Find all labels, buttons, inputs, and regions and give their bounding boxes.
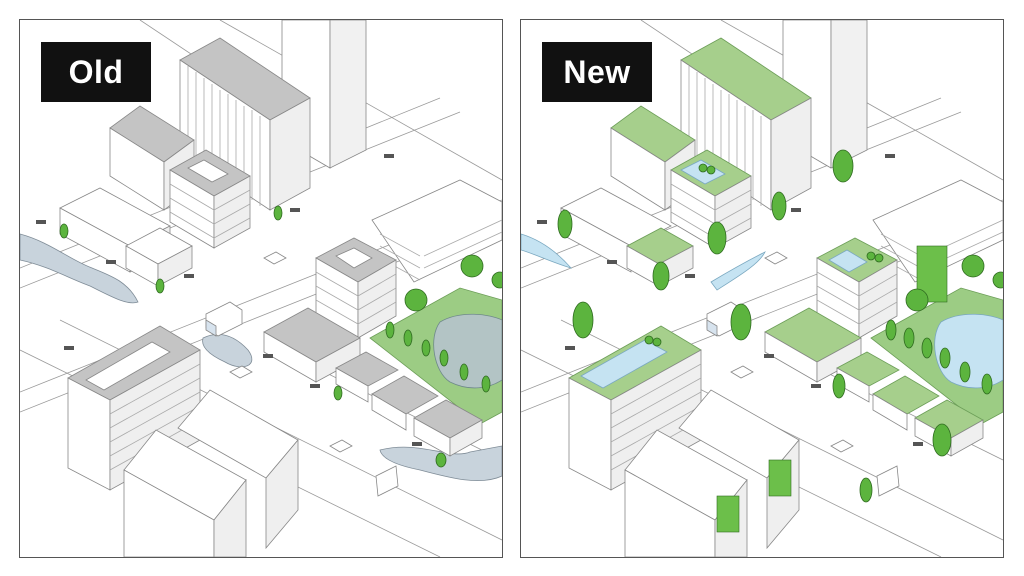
house-2: [177, 389, 299, 550]
shop-roof-1-green: [764, 307, 862, 383]
new-city-illustration: [521, 20, 1003, 557]
residential-right: [872, 179, 1003, 283]
slab-building-green-roof: [680, 37, 812, 211]
shop-roof-3: [371, 375, 439, 431]
office-front-roof-pool: [568, 325, 702, 491]
panel-old: Old: [19, 19, 503, 558]
canal: [710, 251, 766, 291]
midrise-right: [315, 237, 397, 339]
residential-right: [371, 179, 502, 283]
truck: [205, 301, 243, 337]
panel-new: New: [520, 19, 1004, 558]
tower-back: [782, 20, 868, 169]
office-front: [67, 325, 201, 491]
park: [369, 287, 502, 425]
bench-icon: [537, 154, 923, 446]
tree-icon: [59, 205, 502, 468]
car-icon: [229, 251, 399, 497]
river: [521, 233, 573, 269]
tree-icon: [557, 149, 1003, 503]
low-building-2: [125, 227, 193, 287]
new-label: New: [542, 42, 652, 102]
bench-icon: [36, 154, 422, 446]
park: [870, 287, 1003, 425]
low-building-1: [560, 187, 672, 273]
shop-roof-4: [413, 399, 483, 457]
midrise-left: [169, 149, 251, 249]
old-label: Old: [41, 42, 151, 102]
shop-roof-1: [263, 307, 361, 383]
canal: [202, 334, 253, 368]
house-1: [123, 429, 247, 557]
car-icon: [730, 251, 900, 497]
old-city-illustration: [20, 20, 502, 557]
shop-roof-3-green: [872, 375, 940, 431]
shop-roof-2: [335, 351, 399, 403]
midrise-right-roof-pool: [816, 237, 898, 339]
river: [20, 233, 139, 304]
slab-building: [179, 37, 311, 211]
